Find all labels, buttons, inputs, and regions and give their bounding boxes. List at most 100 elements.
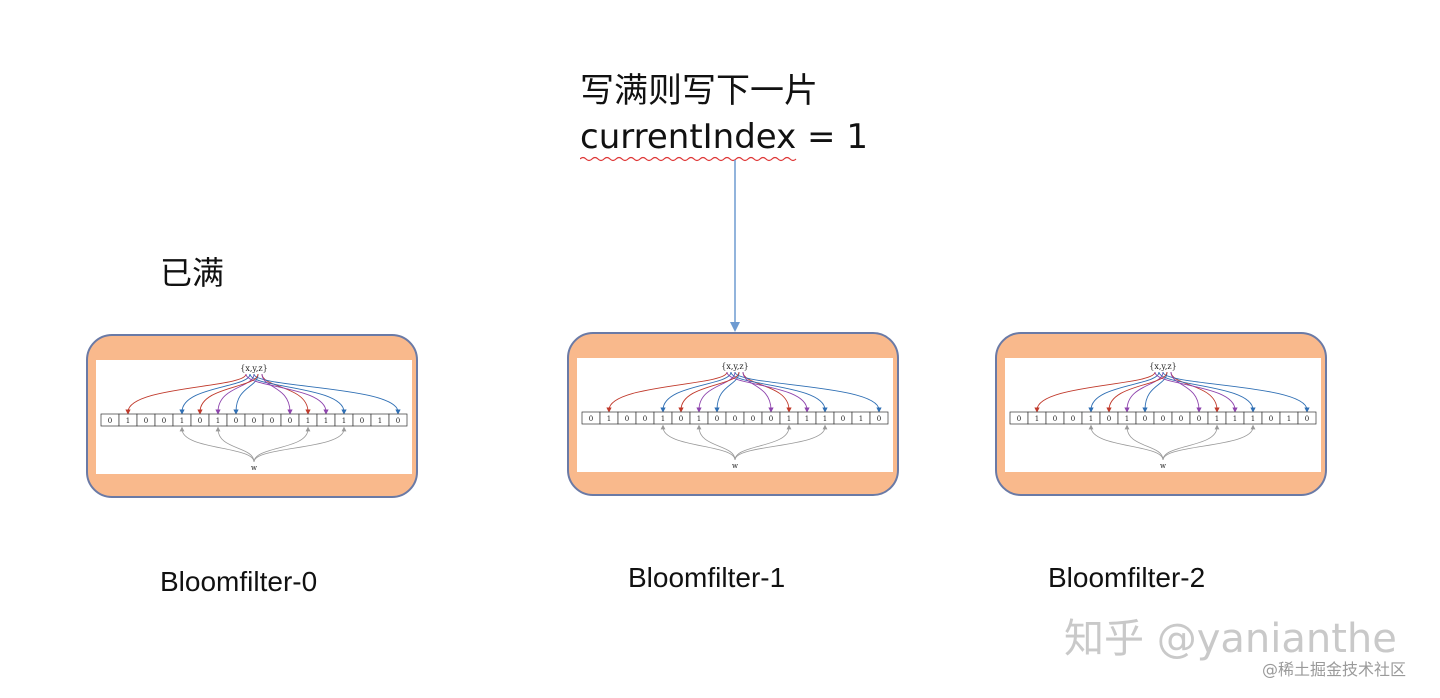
bit-value: 0 xyxy=(360,417,364,425)
bit-cell xyxy=(1297,411,1317,425)
query-arrow xyxy=(1124,424,1164,461)
query-arrow xyxy=(253,426,311,463)
bit-value: 1 xyxy=(661,415,665,423)
bit-value: 0 xyxy=(198,417,202,425)
hash-arrow xyxy=(660,371,732,413)
bit-value: 0 xyxy=(1017,415,1021,423)
hash-arrow xyxy=(678,371,740,413)
bit-value: 0 xyxy=(108,417,112,425)
bit-value: 0 xyxy=(679,415,683,423)
bit-value: 1 xyxy=(1125,415,1129,423)
bit-value: 1 xyxy=(378,417,382,425)
bit-value: 0 xyxy=(751,415,755,423)
write-next-annotation: 写满则写下一片 currentIndex = 1 xyxy=(580,68,868,162)
bit-value: 0 xyxy=(841,415,845,423)
bit-value: 1 xyxy=(1233,415,1237,423)
bit-value: 1 xyxy=(607,415,611,423)
full-label: 已满 xyxy=(160,254,225,292)
hash-arrow xyxy=(261,373,293,415)
bit-value: 0 xyxy=(1053,415,1057,423)
bit-value: 0 xyxy=(234,417,238,425)
bit-value: 1 xyxy=(1251,415,1255,423)
hash-arrow xyxy=(197,373,259,415)
hash-arrow xyxy=(742,371,792,413)
hash-arrow xyxy=(1106,371,1168,413)
query-label: w xyxy=(732,462,738,470)
query-arrow xyxy=(253,426,347,463)
hash-arrow xyxy=(742,371,774,413)
bit-value: 1 xyxy=(180,417,184,425)
query-label: w xyxy=(251,464,257,472)
bit-value: 1 xyxy=(805,415,809,423)
bit-value: 0 xyxy=(1107,415,1111,423)
current-index-arrow xyxy=(730,160,740,332)
hash-arrow xyxy=(1034,371,1156,413)
bit-value: 0 xyxy=(1161,415,1165,423)
bit-value: 0 xyxy=(288,417,292,425)
query-arrow xyxy=(734,424,828,461)
hash-arrow xyxy=(253,373,401,415)
spellcheck-underline xyxy=(580,156,797,162)
bit-value: 0 xyxy=(144,417,148,425)
bit-value: 0 xyxy=(1305,415,1309,423)
bit-value: 0 xyxy=(877,415,881,423)
bit-value: 1 xyxy=(306,417,310,425)
hash-arrow xyxy=(261,373,311,415)
bit-value: 1 xyxy=(1287,415,1291,423)
set-label: {x,y,z} xyxy=(1149,362,1176,371)
hash-arrow xyxy=(730,371,828,413)
hash-arrow xyxy=(1170,371,1202,413)
bit-value: 0 xyxy=(715,415,719,423)
bloomfilter-label-1: Bloomfilter-1 xyxy=(628,562,786,593)
hash-arrow xyxy=(249,373,347,415)
bit-value: 0 xyxy=(162,417,166,425)
query-arrow xyxy=(215,426,255,463)
hash-arrow xyxy=(1158,371,1256,413)
query-arrow xyxy=(1162,424,1220,461)
bloomfilter-label-0: Bloomfilter-0 xyxy=(160,566,318,597)
bit-value: 0 xyxy=(252,417,256,425)
bit-value: 1 xyxy=(1035,415,1039,423)
hash-arrow xyxy=(1154,371,1238,413)
bit-value: 0 xyxy=(1071,415,1075,423)
bit-cell xyxy=(869,411,889,425)
annotation-line-2: currentIndex = 1 xyxy=(580,117,868,157)
bit-value: 0 xyxy=(769,415,773,423)
bit-value: 1 xyxy=(1089,415,1093,423)
zhihu-watermark: 知乎 @yanianthe xyxy=(1064,616,1397,662)
bit-value: 0 xyxy=(396,417,400,425)
bit-value: 0 xyxy=(1143,415,1147,423)
bit-value: 1 xyxy=(787,415,791,423)
query-label: w xyxy=(1160,462,1166,470)
bit-value: 1 xyxy=(126,417,130,425)
hash-arrow xyxy=(734,371,882,413)
query-arrow xyxy=(1162,424,1256,461)
bit-value: 0 xyxy=(625,415,629,423)
bloomfilter-label-2: Bloomfilter-2 xyxy=(1048,562,1206,593)
set-label: {x,y,z} xyxy=(721,362,748,371)
annotation-line-1: 写满则写下一片 xyxy=(580,71,818,111)
source-tag: @稀土掘金技术社区 xyxy=(1262,660,1407,679)
bit-value: 0 xyxy=(589,415,593,423)
set-label: {x,y,z} xyxy=(240,364,267,373)
bit-value: 1 xyxy=(1215,415,1219,423)
query-arrow xyxy=(734,424,792,461)
query-arrow xyxy=(179,426,255,463)
bit-value: 1 xyxy=(823,415,827,423)
hash-arrow xyxy=(245,373,329,415)
query-arrow xyxy=(1088,424,1164,461)
hash-arrow xyxy=(606,371,728,413)
hash-arrow xyxy=(1088,371,1160,413)
query-arrow xyxy=(696,424,736,461)
hash-arrow xyxy=(179,373,251,415)
hash-arrow xyxy=(125,373,247,415)
bit-value: 0 xyxy=(1179,415,1183,423)
hash-arrow xyxy=(726,371,810,413)
bit-value: 0 xyxy=(270,417,274,425)
bit-value: 1 xyxy=(216,417,220,425)
hash-arrow xyxy=(1170,371,1220,413)
